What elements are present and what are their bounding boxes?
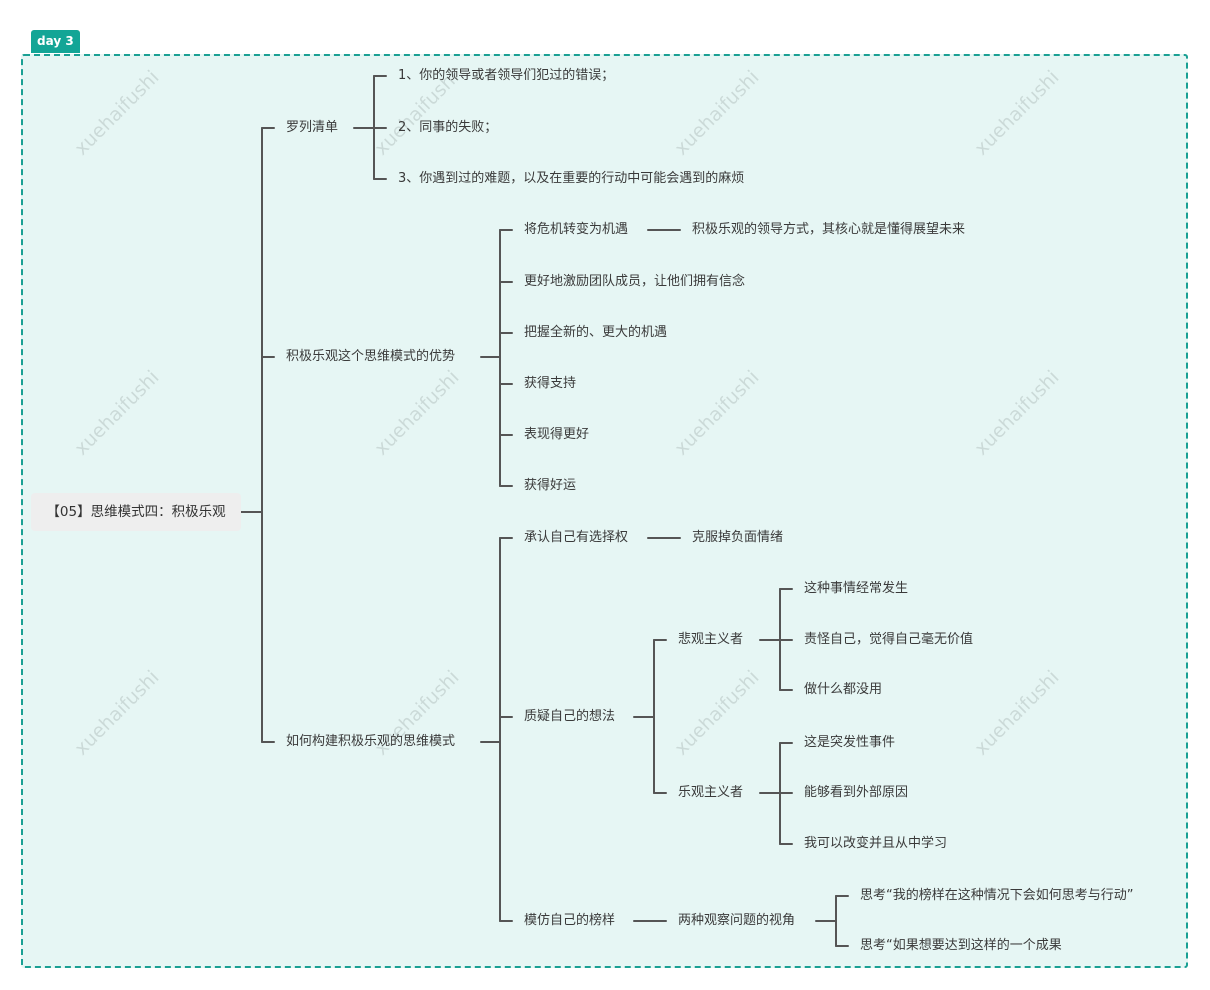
topic-advantage-2[interactable]: 更好地激励团队成员，让他们拥有信念 <box>524 274 746 289</box>
topic-advantage-1[interactable]: 将危机转变为机遇 <box>524 222 629 237</box>
topic-optimist-2[interactable]: 能够看到外部原因 <box>804 785 909 800</box>
topic-list-item-2[interactable]: 2、同事的失败； <box>398 120 498 135</box>
topic-perspective-1[interactable]: 思考“我的榜样在这种情况下会如何思考与行动” <box>860 888 1134 903</box>
topic-list[interactable]: 罗列清单 <box>286 120 339 135</box>
topic-optimist-3[interactable]: 我可以改变并且从中学习 <box>804 836 948 851</box>
topic-role-model[interactable]: 模仿自己的榜样 <box>524 913 616 928</box>
topic-perspective-2[interactable]: 思考“如果想要达到这样的一个成果 <box>860 938 1062 953</box>
topic-optimist[interactable]: 乐观主义者 <box>678 785 744 800</box>
topic-list-item-3[interactable]: 3、你遇到过的难题，以及在重要的行动中可能会遇到的麻烦 <box>398 171 745 186</box>
topic-optimist-1[interactable]: 这是突发性事件 <box>804 735 896 750</box>
topic-advantage-3[interactable]: 把握全新的、更大的机遇 <box>524 325 668 340</box>
topic-pessimist-1[interactable]: 这种事情经常发生 <box>804 581 909 596</box>
topic-question-thoughts[interactable]: 质疑自己的想法 <box>524 709 616 724</box>
topic-choice-detail[interactable]: 克服掉负面情绪 <box>692 530 784 545</box>
topic-advantage-5[interactable]: 表现得更好 <box>524 427 590 442</box>
topic-advantage-1-detail[interactable]: 积极乐观的领导方式，其核心就是懂得展望未来 <box>692 222 966 237</box>
topic-advantage-4[interactable]: 获得支持 <box>524 376 577 391</box>
topic-pessimist[interactable]: 悲观主义者 <box>678 632 744 647</box>
topic-advantage-6[interactable]: 获得好运 <box>524 478 577 493</box>
topic-pessimist-2[interactable]: 责怪自己，觉得自己毫无价值 <box>804 632 974 647</box>
day-tag[interactable]: day 3 <box>31 30 80 53</box>
topic-two-perspectives[interactable]: 两种观察问题的视角 <box>678 913 796 928</box>
topic-choice[interactable]: 承认自己有选择权 <box>524 530 629 545</box>
topic-list-item-1[interactable]: 1、你的领导或者领导们犯过的错误； <box>398 68 615 83</box>
topic-advantages[interactable]: 积极乐观这个思维模式的优势 <box>286 349 456 364</box>
topic-pessimist-3[interactable]: 做什么都没用 <box>804 682 883 697</box>
topic-how-to-build[interactable]: 如何构建积极乐观的思维模式 <box>286 734 456 749</box>
root-topic[interactable]: 【05】思维模式四：积极乐观 <box>31 493 241 531</box>
